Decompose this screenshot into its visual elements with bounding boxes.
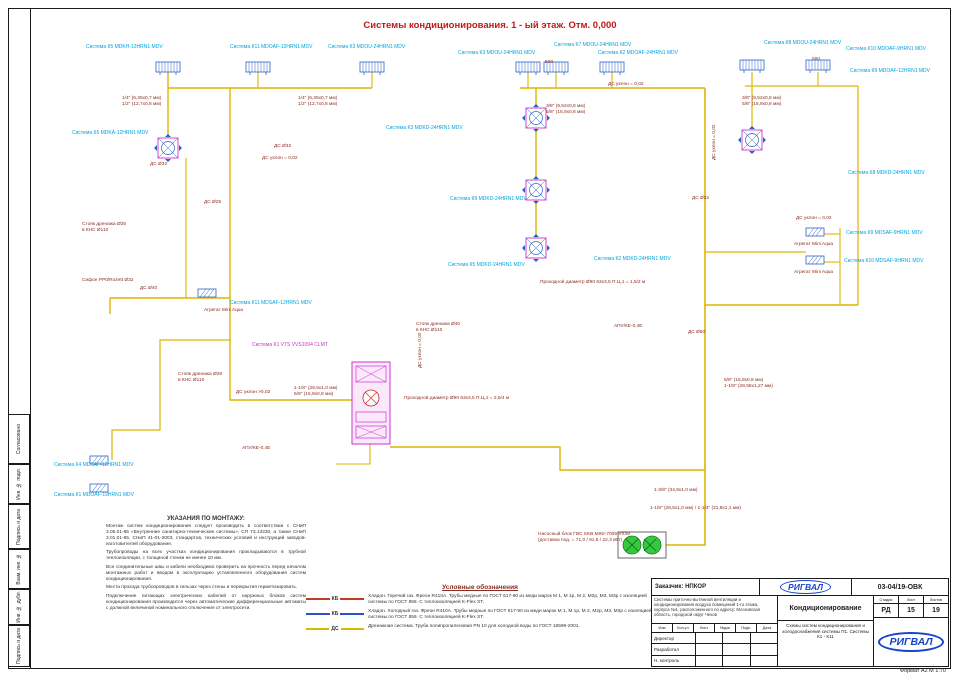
- wall-unit-symbol: [89, 455, 109, 465]
- drawing-title: Системы кондиционирования. 1 - ый этаж. …: [363, 20, 617, 31]
- frame-strip-inv-podl: Инв. № подл.: [8, 464, 30, 504]
- legend-text: Хладон. Горячий газ. Фреон R410A. Трубы …: [368, 594, 647, 605]
- company-logo-cell: РИГВАЛ: [760, 579, 852, 595]
- role-label: Директор: [652, 633, 696, 644]
- sig-header: Подп.: [736, 624, 757, 632]
- signature-cell: [751, 644, 777, 654]
- notes-title: УКАЗАНИЯ ПО МОНТАЖУ:: [167, 516, 245, 522]
- cassette-unit-symbol: [521, 233, 551, 263]
- cassette-unit-symbol: [737, 125, 767, 155]
- note-paragraph: Все соединительные швы и кабели необходи…: [106, 564, 306, 582]
- signature-row: Н. контроль: [652, 655, 777, 666]
- title-block: Заказчик: НПКОР РИГВАЛ 03-04/19-ОВК Сист…: [651, 578, 949, 667]
- installation-notes: УКАЗАНИЯ ПО МОНТАЖУ: Монтаж систем конди…: [106, 516, 306, 614]
- cassette-unit-symbol: [521, 175, 551, 205]
- frame-strip-podpis-data: Подпись и дата: [8, 504, 30, 549]
- wall-unit-symbol: [89, 483, 109, 493]
- legend-code: КБ: [331, 610, 339, 617]
- company-logo: РИГВАЛ: [780, 580, 831, 594]
- stage-header-row: Стадия Лист Листов: [874, 596, 948, 604]
- sig-header: Изм: [652, 624, 673, 632]
- note-paragraph: Трубопроводы на всех участках кондициони…: [106, 550, 306, 562]
- sig-header: Кол.уч: [673, 624, 694, 632]
- sig-header: Лист: [694, 624, 715, 632]
- sheet-info-block: Кондиционирование Схемы систем кондицион…: [778, 596, 874, 666]
- condenser-unit-symbol: [805, 59, 831, 74]
- cassette-unit-symbol: [521, 103, 551, 133]
- frame-strip-vzam-inv: Взам. инв. №: [8, 549, 30, 589]
- cassette-unit-symbol: [153, 133, 183, 163]
- signature-row: Разработал: [652, 644, 777, 656]
- legend-title: Условные обозначения: [442, 584, 518, 591]
- signature-cell: [696, 655, 724, 666]
- legend-text: Дренажная система. Труба полипропиленова…: [368, 623, 580, 629]
- project-title: Кондиционирование: [778, 596, 873, 621]
- legend-swatch-drain: ДС: [306, 626, 364, 632]
- stage-values-row: РД 15 19: [874, 604, 948, 618]
- project-description: Системы приточно-вытяжной вентиляции и к…: [652, 596, 777, 624]
- legend-swatch-hot-gas: КБ: [306, 596, 364, 602]
- pipe: [336, 444, 371, 465]
- condenser-unit-symbol: [739, 59, 765, 74]
- legend-code: ДС: [331, 625, 339, 632]
- note-paragraph: Подключение питающих электрических кабел…: [106, 593, 306, 611]
- signature-cell: [696, 633, 724, 644]
- sheet-number: 15: [899, 604, 924, 617]
- pipe: [111, 339, 230, 460]
- note-paragraph: Монтаж систем кондиционирования следует …: [106, 524, 306, 547]
- legend-item-cold-gas: КБ Хладон. Холодный газ. Фреон R410A. Тр…: [306, 609, 654, 621]
- sig-header: Дата: [762, 626, 772, 630]
- sig-header: №док: [715, 624, 736, 632]
- customer-label: Заказчик: НПКОР: [652, 579, 760, 595]
- legend-code: КБ: [331, 596, 339, 602]
- sheet-total: 19: [932, 607, 940, 614]
- pipe: [666, 458, 706, 546]
- frame-strip-inv-dubl: Инв. № дубл.: [8, 589, 30, 625]
- stage-header: Стадия: [874, 596, 899, 603]
- signature-cell: [723, 644, 751, 655]
- signature-header-row: Изм Кол.уч Лист №док Подп. Дата: [652, 624, 777, 633]
- frame-strip-soglasovano: Согласовано: [8, 414, 30, 464]
- company-logo-large: РИГВАЛ: [878, 632, 944, 652]
- legend-text: Хладон. Холодный газ. Фреон R410A. Трубы…: [368, 608, 652, 620]
- pipe: [229, 298, 352, 401]
- stage-header: Лист: [899, 596, 924, 603]
- signature-cell: [751, 633, 777, 643]
- document-number: 03-04/19-ОВК: [877, 583, 923, 591]
- pump-unit-symbol: [617, 531, 667, 559]
- wall-unit-symbol: [197, 288, 217, 298]
- signature-block: Системы приточно-вытяжной вентиляции и к…: [652, 596, 778, 666]
- role-label: Разработал: [652, 644, 696, 655]
- title-block-body: Системы приточно-вытяжной вентиляции и к…: [652, 596, 948, 666]
- stage-block: Стадия Лист Листов РД 15 19 РИГВАЛ: [874, 596, 948, 666]
- stage-header: Листов: [929, 597, 943, 602]
- ahu-unit-symbol: [351, 361, 391, 445]
- title-block-top-row: Заказчик: НПКОР РИГВАЛ 03-04/19-ОВК: [652, 579, 948, 596]
- frame-strip-podpis-data-2: Подпись и дата: [8, 625, 30, 667]
- stage-value: РД: [874, 604, 899, 617]
- signature-cell: [723, 633, 751, 644]
- signature-row: Директор: [652, 633, 777, 645]
- legend-swatch-cold-gas: КБ: [306, 611, 364, 617]
- signature-cell: [696, 644, 724, 655]
- drawing-frame: [8, 8, 951, 669]
- pipe: [390, 446, 705, 471]
- signature-cell: [751, 656, 777, 666]
- role-label: Н. контроль: [652, 655, 696, 666]
- legend: Условные обозначения КБ Хладон. Горячий …: [306, 584, 654, 632]
- note-paragraph: Места прохода трубопроводов в гильзах че…: [106, 585, 298, 591]
- sheet-title: Схемы систем кондиционирования и холодос…: [782, 623, 869, 640]
- frame-strip-divider: [30, 8, 31, 668]
- signature-cell: [723, 655, 751, 666]
- wall-unit-symbol: [805, 255, 825, 265]
- legend-item-hot-gas: КБ Хладон. Горячий газ. Фреон R410A. Тру…: [306, 594, 654, 606]
- wall-unit-symbol: [805, 227, 825, 237]
- format-label: Формат А2 М 1:70: [899, 668, 946, 674]
- legend-item-drain: ДС Дренажная система. Труба полипропилен…: [306, 624, 654, 632]
- company-logo-cell-large: РИГВАЛ: [874, 618, 948, 666]
